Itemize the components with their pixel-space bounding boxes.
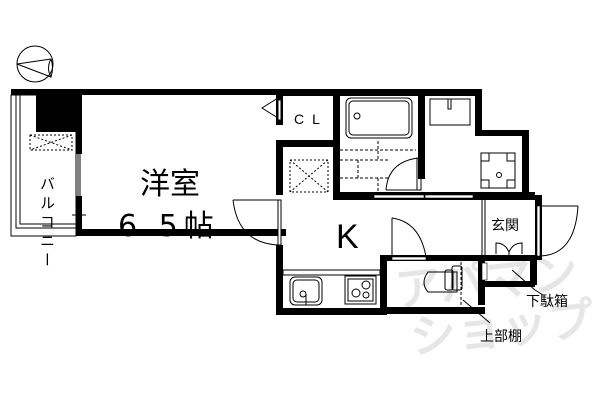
entrance-label: 玄関	[491, 218, 519, 234]
entrance-door[interactable]	[539, 205, 579, 257]
toilet-icon	[423, 262, 463, 307]
washing-machine-pan-icon	[480, 152, 516, 189]
upper-shelf-label: 上部棚	[480, 329, 522, 345]
closet-label: CL	[294, 111, 328, 127]
bathtub-icon	[345, 97, 413, 139]
balcony-label: バルコニー	[38, 176, 56, 271]
north-arrow-icon	[16, 45, 54, 83]
toilet-door[interactable]	[391, 217, 427, 258]
ac-outdoor-unit-icon	[29, 134, 73, 151]
refrigerator-space-icon	[289, 159, 329, 193]
western-room-door[interactable]	[232, 199, 279, 246]
kitchen-sink-icon	[289, 276, 323, 306]
shoe-cabinet-label: 下駄箱	[526, 294, 568, 310]
bath-door[interactable]	[385, 157, 422, 191]
western-room-area: 6.5帖	[118, 209, 220, 244]
balcony	[10, 94, 77, 237]
wash-basin-icon	[429, 98, 471, 126]
stove-icon	[344, 275, 377, 305]
kitchen-label: K	[336, 218, 359, 256]
western-room-label: 洋室	[140, 167, 200, 202]
